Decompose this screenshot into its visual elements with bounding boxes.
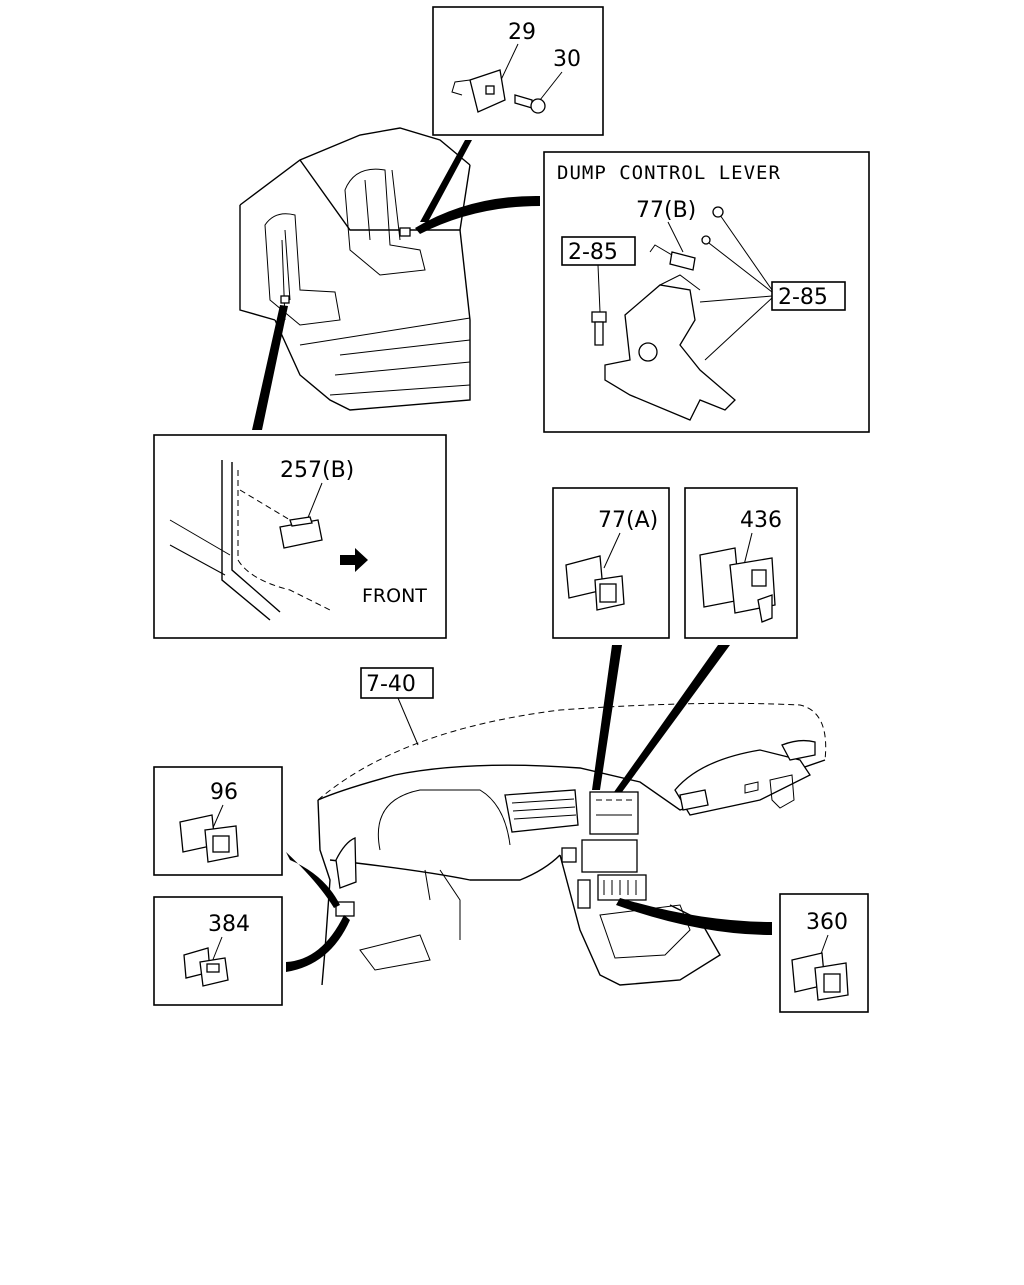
ref-box-7-40: 7-40 bbox=[360, 667, 434, 746]
label-77a: 77(A) bbox=[598, 508, 658, 533]
dump-lever-location-marker bbox=[399, 227, 411, 237]
washer-part bbox=[701, 235, 711, 245]
switch-96-part bbox=[179, 814, 239, 863]
seatbelt-callout-box: 29 30 bbox=[432, 6, 604, 136]
leader-to-dump-lever-box bbox=[415, 195, 540, 234]
switch-77a-callout-box: 77(A) bbox=[552, 487, 670, 639]
label-77b: 77(B) bbox=[636, 198, 696, 223]
bolt-2-85-part bbox=[591, 311, 607, 346]
dump-lever-title: DUMP CONTROL LEVER bbox=[557, 162, 781, 184]
switch-384-callout-box: 384 bbox=[153, 896, 283, 1006]
label-384: 384 bbox=[208, 912, 250, 937]
leader-360 bbox=[616, 898, 772, 935]
switch-77a-part bbox=[565, 555, 625, 611]
seatbelt-bracket-part bbox=[451, 69, 506, 113]
label-30: 30 bbox=[553, 47, 581, 72]
leader-77a bbox=[592, 645, 622, 790]
ref-label-7-40: 7-40 bbox=[366, 672, 416, 697]
center-display bbox=[581, 839, 638, 873]
switch-384-part bbox=[183, 947, 229, 987]
dump-control-lever-box: DUMP CONTROL LEVER 77(B) 2-85 2-85 bbox=[543, 151, 870, 433]
switch-360-callout-box: 360 bbox=[779, 893, 869, 1013]
label-96: 96 bbox=[210, 780, 238, 805]
ref-box-2-85-left: 2-85 bbox=[561, 236, 636, 266]
door-switch-location-marker bbox=[280, 295, 290, 304]
switch-96-callout-box: 96 bbox=[153, 766, 283, 876]
leader-384 bbox=[286, 915, 350, 972]
leader-96 bbox=[286, 852, 340, 908]
switch-436-part bbox=[699, 547, 776, 623]
label-257b: 257(B) bbox=[280, 458, 354, 483]
dump-switch-77b-part bbox=[649, 244, 696, 271]
front-arrow-icon bbox=[340, 548, 368, 572]
label-360: 360 bbox=[806, 910, 848, 935]
label-436: 436 bbox=[740, 508, 782, 533]
ref-label-2-85-right: 2-85 bbox=[778, 285, 828, 310]
ref-box-2-85-right: 2-85 bbox=[771, 281, 846, 311]
leader-436 bbox=[614, 645, 730, 792]
door-switch-callout-box: 257(B) FRONT bbox=[153, 434, 447, 639]
switch-360-part bbox=[791, 952, 849, 1001]
lever-bracket-part bbox=[604, 274, 736, 421]
switch-436-callout-box: 436 bbox=[684, 487, 798, 639]
bolt-part bbox=[514, 94, 546, 114]
leader-to-door-switch-box bbox=[252, 305, 288, 430]
slot-part bbox=[577, 879, 591, 909]
center-switch-cluster bbox=[589, 791, 639, 835]
ref-label-2-85-left: 2-85 bbox=[568, 240, 618, 265]
front-label: FRONT bbox=[362, 585, 427, 607]
screw-part bbox=[712, 206, 724, 218]
lower-switch-cluster bbox=[597, 874, 647, 901]
leader-to-seatbelt-box bbox=[420, 140, 472, 222]
door-switch-part bbox=[279, 516, 323, 549]
instrument-panel-illustration bbox=[317, 702, 827, 986]
label-29: 29 bbox=[508, 20, 536, 45]
